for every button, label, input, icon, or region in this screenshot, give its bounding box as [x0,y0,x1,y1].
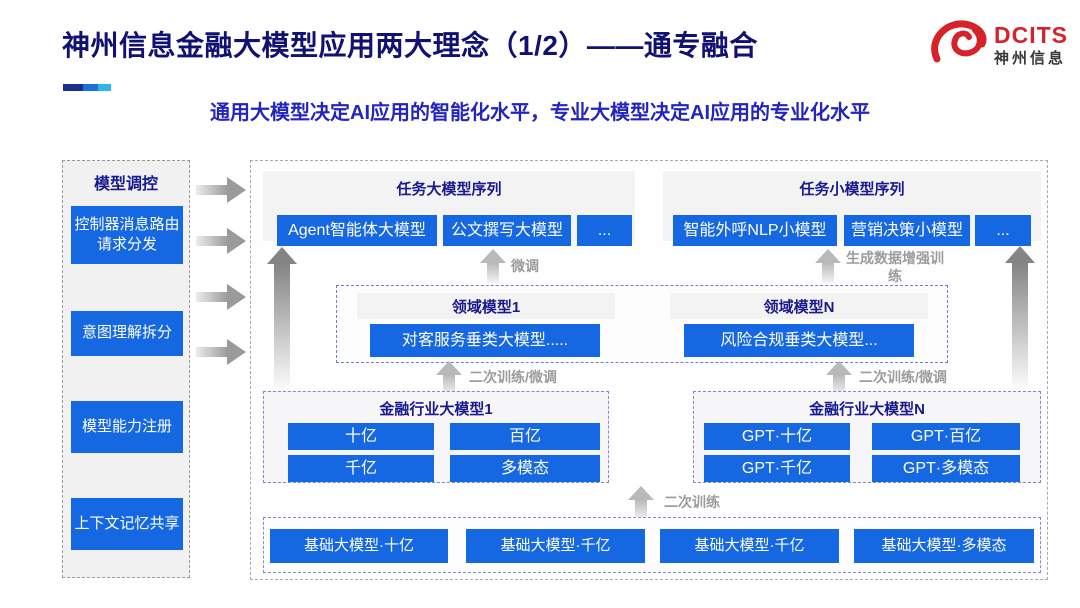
tall-arrow-left [267,247,297,391]
retrain-bottom-label: 二次训练 [664,494,720,510]
slide-subtitle: 通用大模型决定AI应用的智能化水平，专业大模型决定AI应用的专业化水平 [210,102,870,124]
chip-1b: 十亿 [288,423,434,450]
retrain-right-label: 二次训练/微调 [859,369,947,385]
industry-model-n-box: 金融行业大模型N GPT·十亿 GPT·百亿 GPT·千亿 GPT·多模态 [693,391,1041,483]
retrain-arrow-left [436,361,462,395]
accent-segment-navy [63,84,83,91]
domain-model-n-chip: 风险合规垂类大模型... [684,324,914,357]
task-small-title: 任务小模型序列 [799,181,905,198]
finetune-arrow [480,249,506,283]
sidebar-item-intent: 意图理解拆分 [71,311,183,356]
chip-more-small: ... [975,215,1031,246]
model-control-title: 模型调控 [93,176,158,193]
base-models-box: 基础大模型·十亿 基础大模型·千亿 基础大模型·千亿 基础大模型·多模态 [263,517,1041,573]
retrain-left-label: 二次训练/微调 [469,369,557,385]
chip-100b: 千亿 [288,455,434,482]
architecture-canvas: 任务大模型序列 Agent智能体大模型 公文撰写大模型 ... 任务小模型序列 … [250,160,1048,580]
task-large-title: 任务大模型序列 [396,181,502,198]
logo-brand-text: DCITS [994,21,1068,48]
industry-model-1-title: 金融行业大模型1 [379,401,493,418]
chip-gpt-10b: GPT·百亿 [872,423,1020,450]
chip-10b: 百亿 [450,423,600,450]
sidebar-item-register: 模型能力注册 [71,401,183,453]
sidebar-item-router: 控制器消息路由请求分发 [71,206,183,264]
gendata-label: 生成数据增强训练 [846,250,944,285]
domain-models-box: 领域模型1 对客服务垂类大模型..... 领域模型N 风险合规垂类大模型... [336,285,948,363]
flow-arrow-right-3 [196,284,246,310]
retrain-arrow-right [826,361,852,395]
finetune-label: 微调 [511,258,539,274]
logo-company-text: 神州信息 [994,50,1067,68]
flow-arrow-right-1 [196,177,246,203]
chip-multimodal: 多模态 [450,455,600,482]
domain-model-1-title: 领域模型1 [357,293,615,319]
chip-gpt-100b: GPT·千亿 [704,455,850,482]
gendata-arrow [815,249,841,283]
flow-arrow-right-2 [196,228,246,254]
flow-arrow-right-4 [196,339,246,365]
chip-nlp-callout-model: 智能外呼NLP小模型 [673,215,837,246]
task-large-model-group: 任务大模型序列 Agent智能体大模型 公文撰写大模型 ... [263,171,635,246]
dcits-logo: DCITS 神州信息 [930,18,1068,73]
domain-model-n-title: 领域模型N [670,293,928,319]
chip-document-model: 公文撰写大模型 [443,215,571,246]
task-small-model-group: 任务小模型序列 智能外呼NLP小模型 营销决策小模型 ... [663,171,1041,246]
domain-model-1-chip: 对客服务垂类大模型..... [370,324,600,357]
chip-base-multimodal: 基础大模型·多模态 [854,529,1034,563]
page-title: 神州信息金融大模型应用两大理念（1/2）——通专融合 [62,30,758,61]
industry-model-1-box: 金融行业大模型1 十亿 百亿 千亿 多模态 [263,391,609,483]
retrain-arrow-bottom [628,486,654,520]
chip-marketing-model: 营销决策小模型 [844,215,970,246]
chip-base-1b: 基础大模型·十亿 [270,529,448,563]
chip-gpt-1b: GPT·十亿 [704,423,850,450]
model-control-panel: 模型调控 控制器消息路由请求分发 意图理解拆分 模型能力注册 上下文记忆共享 [62,160,190,578]
chip-base-100b-b: 基础大模型·千亿 [660,529,839,563]
accent-segment-cyan [98,84,111,91]
dcits-swirl-icon [930,18,988,73]
tall-arrow-right [1005,246,1035,390]
chip-base-100b-a: 基础大模型·千亿 [466,529,645,563]
accent-segment-blue [83,84,98,91]
industry-model-n-title: 金融行业大模型N [809,401,925,418]
title-accent-bar [63,84,111,91]
sidebar-item-context: 上下文记忆共享 [71,498,183,550]
chip-more-large: ... [577,215,632,246]
chip-gpt-multimodal: GPT·多模态 [872,455,1020,482]
chip-agent-model: Agent智能体大模型 [277,215,437,246]
